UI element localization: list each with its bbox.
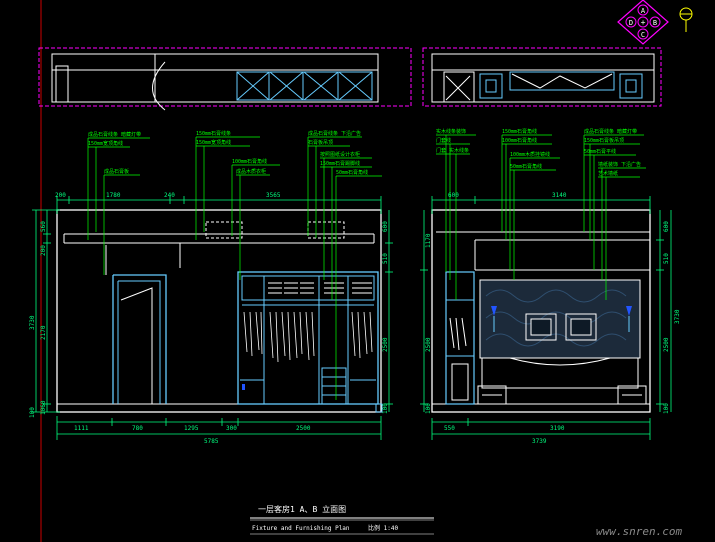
right-note-10: 墙纸装饰 下沿广告	[598, 161, 641, 168]
left-elevation	[56, 209, 383, 413]
watermark: www.snren.com	[596, 525, 682, 538]
left-bottom-dim-3: 300	[226, 425, 237, 432]
right-note-5: 100mm木质挂镜线	[510, 151, 550, 158]
left-right-dim-1: 510	[382, 253, 389, 264]
left-note-0: 成品石膏线条 暗藏灯带	[88, 131, 141, 138]
right-elevation-notes: 实木线条装饰 门套线 门套 实木线条 150mm石膏角线 100mm石膏角线 1…	[436, 128, 641, 177]
compass-letter-b: B	[653, 19, 657, 27]
right-dimension-texts: 600 3140 550 3190 3739 1170 2500 100 600…	[425, 192, 681, 445]
left-bottom-dim-4: 2500	[296, 425, 311, 432]
left-plan-strip	[38, 47, 412, 111]
right-right-dim-1: 510	[663, 253, 670, 264]
left-note-9: 150mm石膏踢脚线	[320, 160, 360, 167]
left-note-6: 成品石膏线条 下沿广告	[308, 130, 361, 137]
right-bottom-dim-1: 3190	[550, 425, 565, 432]
left-side-dim-4: 1060	[40, 400, 47, 415]
left-side-dim-5: 100	[29, 407, 36, 418]
right-elevation	[431, 209, 651, 413]
title-block: 一层客房1 A、B 立面图 Fixture and Furnishing Pla…	[250, 504, 434, 535]
dimension-lines	[32, 196, 672, 440]
drawing-subtitle: Fixture and Furnishing Plan	[252, 525, 350, 532]
left-top-dim-1: 1780	[106, 192, 121, 199]
left-side-dim-0: 560	[40, 221, 47, 232]
right-left-dim-0: 1170	[425, 233, 432, 248]
compass-letter-d: D	[629, 19, 633, 27]
compass-letter-c: C	[641, 31, 645, 39]
left-note-1: 150mm宽顶角线	[88, 140, 123, 147]
right-total-width: 3739	[532, 438, 547, 445]
right-note-9: 50mm石膏平线	[584, 148, 616, 155]
left-note-5: 成品木质衣柜	[236, 168, 266, 175]
right-note-3: 150mm石膏角线	[502, 128, 537, 135]
left-top-dim-2: 240	[164, 192, 175, 199]
right-right-dim-0: 600	[663, 221, 670, 232]
left-note-11: 150mm宽顶角线	[196, 139, 231, 146]
left-side-dim-2: 2170	[40, 325, 47, 340]
right-note-7: 成品石膏线条 暗藏灯带	[584, 128, 637, 135]
left-note-10: 50mm石膏角线	[336, 169, 368, 176]
right-right-dim-2: 3730	[674, 309, 681, 324]
left-note-2: 成品石膏板	[104, 168, 129, 175]
drawing-title: 一层客房1 A、B 立面图	[258, 504, 346, 514]
left-side-dim-3: 3730	[29, 315, 36, 330]
right-note-4: 100mm石膏角线	[502, 137, 537, 144]
right-note-1: 门套线	[436, 137, 451, 144]
compass-letter-a: A	[641, 7, 646, 15]
right-left-dim-2: 100	[425, 403, 432, 414]
left-note-4: 100mm石膏角线	[232, 158, 267, 165]
left-right-dim-0: 600	[382, 221, 389, 232]
left-side-dim-1: 200	[40, 245, 47, 256]
right-right-dim-4: 100	[663, 403, 670, 414]
right-plan-strip	[422, 47, 662, 107]
left-right-dim-3: 100	[382, 403, 389, 414]
left-top-dim-0: 200	[55, 192, 66, 199]
right-note-2: 门套 实木线条	[436, 147, 469, 154]
left-bottom-dim-1: 780	[132, 425, 143, 432]
right-right-dim-3: 2500	[663, 337, 670, 352]
right-left-dim-1: 2500	[425, 337, 432, 352]
left-bottom-dim-2: 1295	[184, 425, 199, 432]
right-note-0: 实木线条装饰	[436, 128, 466, 135]
left-bottom-dim-0: 1111	[74, 425, 89, 432]
compass-center: +	[641, 18, 646, 27]
left-top-dim-3: 3565	[266, 192, 281, 199]
annotation-leaders	[87, 134, 646, 400]
left-note-3: 150mm石膏线条	[196, 130, 231, 137]
right-bottom-dim-0: 550	[444, 425, 455, 432]
compass-rose-icon: + A B C D	[617, 0, 669, 45]
right-note-6: 50mm石膏角线	[510, 163, 542, 170]
left-right-dim-2: 2500	[382, 337, 389, 352]
left-note-7: 石膏板吊顶	[308, 139, 333, 146]
left-dimension-texts: 200 1780 240 3565 1111 780 1295 300 2500…	[29, 192, 389, 445]
right-top-dim-0: 600	[448, 192, 459, 199]
right-top-dim-1: 3140	[552, 192, 567, 199]
right-note-8: 150mm石膏板吊顶	[584, 137, 624, 144]
drawing-scale: 比例 1:40	[368, 524, 398, 532]
left-elevation-notes: 成品石膏线条 暗藏灯带 150mm宽顶角线 成品石膏板 150mm石膏线条 10…	[88, 130, 368, 176]
left-note-8: 按照图纸设计衣柜	[320, 151, 360, 158]
north-arrow-icon	[679, 7, 693, 32]
left-total-width: 5785	[204, 438, 219, 445]
right-note-11: 艺术墙纸	[598, 170, 618, 177]
